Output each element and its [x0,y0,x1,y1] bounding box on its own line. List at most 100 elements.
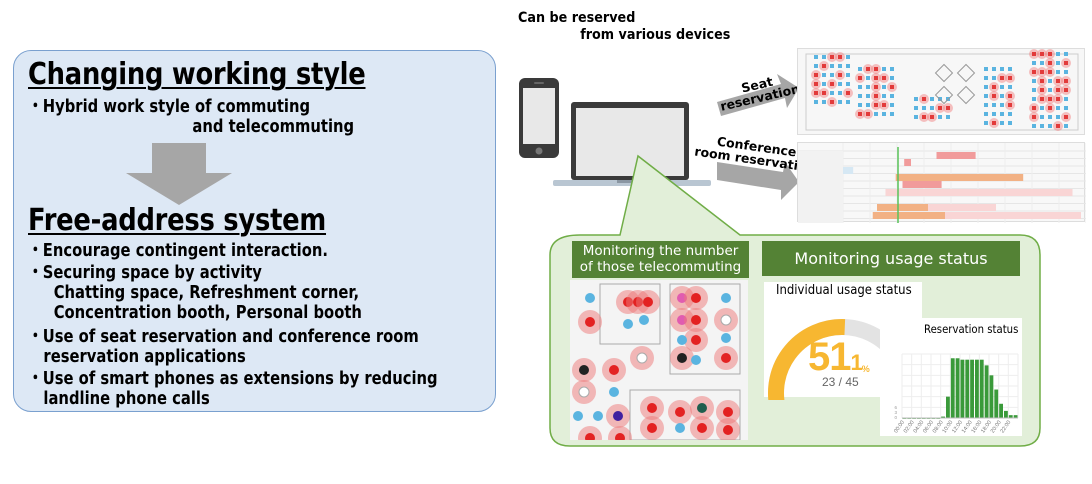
telecommute-seat [721,293,731,303]
occupied-seat [874,67,878,71]
occupied-seat [822,91,826,95]
occupied-seat [1032,115,1036,119]
histogram-bar [984,365,989,418]
occupied-seat [846,91,850,95]
occupied-seat [946,106,950,110]
free-seat [984,85,988,89]
reservation-bar [902,181,942,188]
telecommute-seat [623,319,633,329]
free-seat [992,67,996,71]
seat-map-floorplan [805,49,1079,131]
occupied-seat [938,106,942,110]
occupied-seat [1008,94,1012,98]
occupied-seat [1048,52,1052,56]
histogram-bar [960,359,965,418]
histogram-bar [979,359,984,418]
free-seat [1008,112,1012,116]
free-seat [866,103,870,107]
occupied-seat [874,76,878,80]
free-seat [838,82,842,86]
free-seat [992,112,996,116]
occupied-seat [1048,61,1052,65]
telecommute-seat [721,353,731,363]
free-seat [890,76,894,80]
reservation-bar [895,174,1024,181]
telecommute-seat [643,297,653,307]
free-seat [1000,112,1004,116]
telecommute-seat [697,403,707,413]
histogram-bar [970,359,974,418]
reservation-bar [945,212,1081,219]
free-seat [992,76,996,80]
telecommute-seat [721,333,731,343]
usage-percent-sign: % [861,364,870,374]
reservation-bar [928,204,996,211]
free-seat [1056,106,1060,110]
occupied-seat [922,115,926,119]
reservation-status-title: Reservation status [924,322,1019,336]
free-seat [1008,121,1012,125]
usage-monitor-title: Monitoring usage status [794,249,988,268]
usage-percent-major: 51 [808,335,851,379]
occupied-seat [874,103,878,107]
free-seat [1032,124,1036,128]
seat-reservation-arrow-icon [717,74,799,116]
reservation-bar [970,189,1073,196]
x-tick-label: 22:00 [1000,420,1013,435]
occupied-seat [830,55,834,59]
free-seat [984,112,988,116]
free-seat [1040,61,1044,65]
left-panel: Changing working style ・Hybrid work styl… [13,50,496,412]
gauge-fill [768,319,846,400]
free-seat [1048,88,1052,92]
free-seat [914,97,918,101]
free-seat [846,82,850,86]
telecommute-seat [691,315,701,325]
free-seat [938,115,942,119]
occupied-seat [1040,97,1044,101]
occupied-seat [1032,70,1036,74]
telecommute-seat [578,386,590,398]
free-seat [930,97,934,101]
occupied-seat [1056,124,1060,128]
free-seat [846,73,850,77]
telecommute-seat [573,411,583,421]
free-seat [1000,67,1004,71]
free-seat [890,94,894,98]
free-seat [1032,97,1036,101]
free-seat [858,103,862,107]
free-seat [1056,115,1060,119]
bullet-contingent-interaction: ・Encourage contingent interaction. [28,240,329,261]
free-seat [814,100,818,104]
bullet-smart-phones: ・Use of smart phones as extensions by re… [28,368,438,409]
histogram-bar [955,358,960,418]
telecommute-seat [691,335,701,345]
conference-reservation-screenshot [797,142,1087,223]
histogram-bar [975,359,979,418]
occupied-seat [858,112,862,116]
telecommute-seat [675,423,685,433]
free-seat [838,100,842,104]
free-seat [866,76,870,80]
free-seat [1048,115,1052,119]
free-seat [858,85,862,89]
free-seat [930,106,934,110]
free-seat [858,94,862,98]
occupied-seat [838,73,842,77]
wall-line [629,389,741,440]
section-heading-free-address-system: Free-address system [28,203,327,238]
free-seat [984,67,988,71]
occupied-seat [1064,61,1068,65]
table-shape [934,63,954,83]
usage-count: 23 / 45 [822,375,859,389]
reservation-bar [936,152,976,159]
free-seat [1032,61,1036,65]
telecommuting-monitor-title: Monitoring the number of those telecommu… [579,243,742,275]
histogram-bar [946,396,950,418]
occupied-seat [1040,88,1044,92]
occupied-seat [874,94,878,98]
histogram-bar [941,416,945,418]
free-seat [1000,121,1004,125]
y-tick-label: 6 [894,405,897,410]
y-tick-label: 3 [894,410,897,415]
